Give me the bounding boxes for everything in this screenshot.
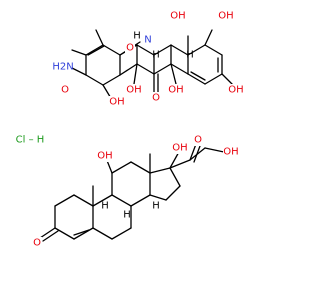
chemical-structure-diagram: N OH OH O H2N O OH OH O OH OH H H H Cl –… [16, 10, 244, 249]
molecule1-labels: N OH OH O H2N O OH OH O OH OH H H H [52, 10, 244, 108]
stereo-hydrogen-3: H [186, 50, 194, 61]
hydroxyl-bottom-right: OH [126, 85, 141, 96]
hydroxyl-c11: OH [97, 151, 112, 162]
ketone-c20: O [194, 135, 202, 146]
stereo-hydrogen-1: H [133, 31, 141, 42]
ring-oxo-right: O [152, 93, 160, 104]
hydroxyl-top-left: OH [170, 11, 185, 22]
phenol-hydroxyl: OH [228, 85, 243, 96]
hydroxyl-top-right: OH [218, 11, 233, 22]
structure-canvas: N OH OH O H2N O OH OH O OH OH H H H Cl –… [15, 10, 244, 249]
amide-oxygen: O [61, 85, 69, 96]
amide-amino: H2N [52, 62, 73, 73]
hydroxyl-c21: OH [223, 147, 238, 158]
hydroxyl-c17: OH [172, 143, 187, 154]
molecule2-labels: OH OH O OH O H H H [32, 134, 239, 249]
hydroxyl-bottom-left: OH [109, 97, 124, 108]
hydroxyl-bottom-mid: OH [168, 85, 183, 96]
stereo-hydrogen-2: H [152, 50, 160, 61]
stereo-hydrogen-c9: H [101, 201, 109, 212]
hydrogen-chloride-label: Cl – H [16, 135, 45, 146]
ketone-c3: O [33, 238, 41, 249]
dimethylamino-nitrogen: N [144, 35, 151, 46]
molecule2-bonds [39, 143, 225, 242]
stereo-hydrogen-c14: H [152, 201, 160, 212]
ring-oxo-left: O [126, 43, 134, 54]
stereo-hydrogen-c8: H [123, 210, 131, 221]
molecule1-bonds [69, 29, 235, 101]
